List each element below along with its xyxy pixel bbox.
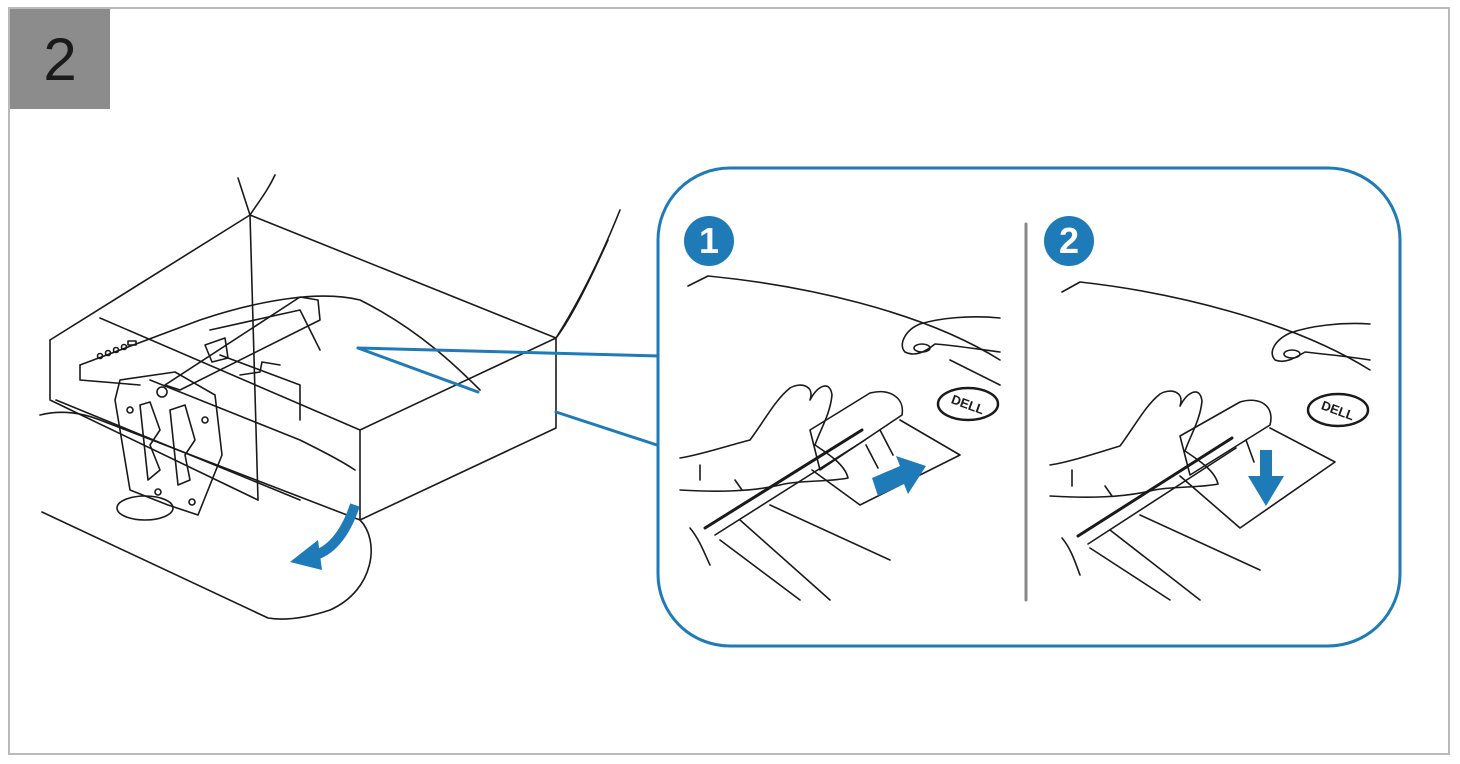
substep-badge-1-label: 1 [698, 220, 720, 261]
substep-badge-2: 2 [1044, 216, 1094, 266]
callout-line-top [356, 346, 662, 358]
step-number: 2 [43, 25, 77, 93]
panel-2-illustration [1049, 281, 1371, 601]
hand-icon-2 [1271, 322, 1371, 363]
dell-logo [936, 386, 1000, 422]
step-number-box: 2 [10, 9, 110, 109]
callout-panel [656, 166, 1402, 648]
down-arrow-icon [1248, 450, 1284, 506]
substep-badge-1: 1 [684, 216, 734, 266]
substep-badge-2-label: 2 [1058, 220, 1080, 261]
panel-1-illustration [679, 275, 1001, 601]
dell-logo-2 [1306, 392, 1370, 428]
hand-icon [901, 316, 1001, 355]
curved-arrow-head [290, 540, 322, 570]
callout-line-bottom [356, 346, 662, 448]
monitor-box-illustration [39, 174, 621, 620]
right-arrow-icon [872, 456, 926, 496]
